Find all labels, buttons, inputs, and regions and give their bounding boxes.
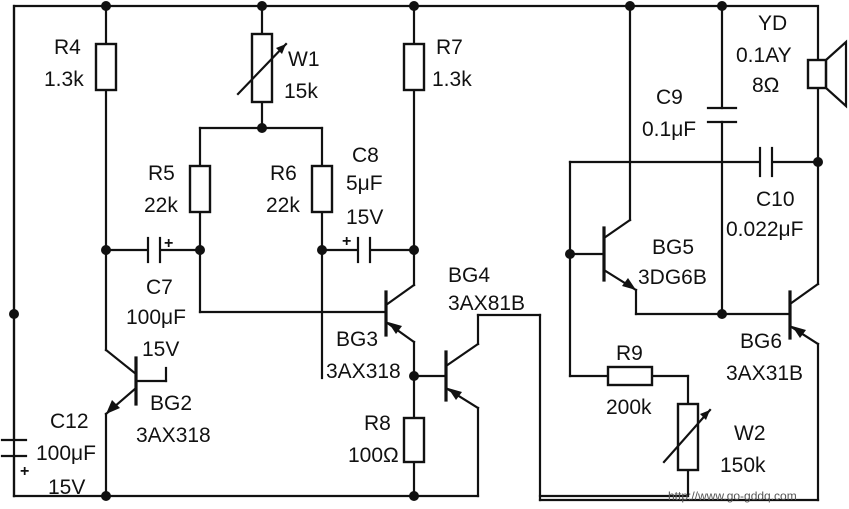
label-c12-ref: C12 xyxy=(50,410,89,433)
label-c8-value: 5μF xyxy=(346,172,383,195)
label-r5-value: 22k xyxy=(144,194,178,217)
label-w2-ref: W2 xyxy=(734,422,766,445)
label-bg2-ref: BG2 xyxy=(150,392,192,415)
speaker-cone xyxy=(824,39,848,109)
label-r5-ref: R5 xyxy=(148,162,175,185)
pot-arrow-w2 xyxy=(662,408,712,464)
transistor-arrows xyxy=(106,278,806,414)
arrow-bg3 xyxy=(388,322,402,334)
label-c12-polarity: + xyxy=(20,463,29,480)
label-c8-polarity: + xyxy=(342,233,351,250)
pot-arrowhead-w1 xyxy=(276,44,286,54)
label-yd-value: 8Ω xyxy=(752,74,779,97)
label-r7-ref: R7 xyxy=(436,36,463,59)
resistor-r7 xyxy=(402,42,426,92)
label-c8-ref: C8 xyxy=(352,144,379,167)
label-yd-ref: YD xyxy=(758,12,787,35)
label-c7-ref: C7 xyxy=(146,276,173,299)
label-c12-value: 100μF xyxy=(36,442,96,465)
arrow-bg5 xyxy=(622,278,636,290)
pot-arrow-w1 xyxy=(236,42,288,96)
label-r7-value: 1.3k xyxy=(432,68,472,91)
label-r4-ref: R4 xyxy=(54,36,81,59)
label-yd-spec: 0.1AY xyxy=(736,44,792,67)
label-c12-voltage: 15V xyxy=(48,476,85,499)
label-bg6-ref: BG6 xyxy=(740,330,782,353)
arrow-bg6 xyxy=(792,326,806,338)
wires xyxy=(12,4,820,502)
label-r4-value: 1.3k xyxy=(44,68,84,91)
label-bg4-part: 3AX81B xyxy=(448,292,525,315)
speaker-yd xyxy=(806,39,848,109)
label-bg3-part: 3AX318 xyxy=(326,360,401,383)
label-bg5-ref: BG5 xyxy=(652,236,694,259)
label-w1-value: 15k xyxy=(284,80,318,103)
label-c7-value: 100μF xyxy=(126,306,186,329)
label-c10-value: 0.022μF xyxy=(726,218,803,241)
label-c9-value: 0.1μF xyxy=(642,118,696,141)
label-c8-voltage: 15V xyxy=(346,206,383,229)
label-c10-ref: C10 xyxy=(756,188,795,211)
label-bg3-ref: BG3 xyxy=(336,328,378,351)
label-r9-ref: R9 xyxy=(616,342,643,365)
label-bg4-ref: BG4 xyxy=(448,264,490,287)
label-c7-voltage: 15V xyxy=(142,338,179,361)
resistor-r8 xyxy=(402,416,426,464)
label-r6-ref: R6 xyxy=(270,162,297,185)
potentiometer-w2 xyxy=(676,402,700,472)
label-r8-ref: R8 xyxy=(364,412,391,435)
capacitors xyxy=(0,106,774,458)
label-bg6-part: 3AX31B xyxy=(726,362,803,385)
label-c7-polarity: + xyxy=(164,235,173,252)
speaker-body xyxy=(806,58,828,90)
label-w2-value: 150k xyxy=(720,454,766,477)
watermark: http://www.go-gddq.com xyxy=(668,489,797,503)
resistor-r5 xyxy=(188,164,212,214)
labels: R4 1.3k W1 15k R7 1.3k R5 22k R6 22k C8 … xyxy=(20,12,803,503)
arrow-bg2 xyxy=(106,400,120,414)
resistors xyxy=(94,32,712,472)
resistor-r9 xyxy=(606,365,654,387)
label-r8-value: 100Ω xyxy=(348,444,399,467)
label-bg5-part: 3DG6B xyxy=(638,266,707,289)
junctions xyxy=(9,1,823,501)
resistor-r6 xyxy=(310,164,334,214)
label-r9-value: 200k xyxy=(606,396,652,419)
pot-arrowhead-w2 xyxy=(700,410,710,420)
label-w1-ref: W1 xyxy=(288,48,320,71)
label-c9-ref: C9 xyxy=(656,86,683,109)
label-bg2-part: 3AX318 xyxy=(136,424,211,447)
resistor-r4 xyxy=(94,42,118,92)
label-r6-value: 22k xyxy=(266,194,300,217)
arrow-bg4 xyxy=(448,388,462,400)
